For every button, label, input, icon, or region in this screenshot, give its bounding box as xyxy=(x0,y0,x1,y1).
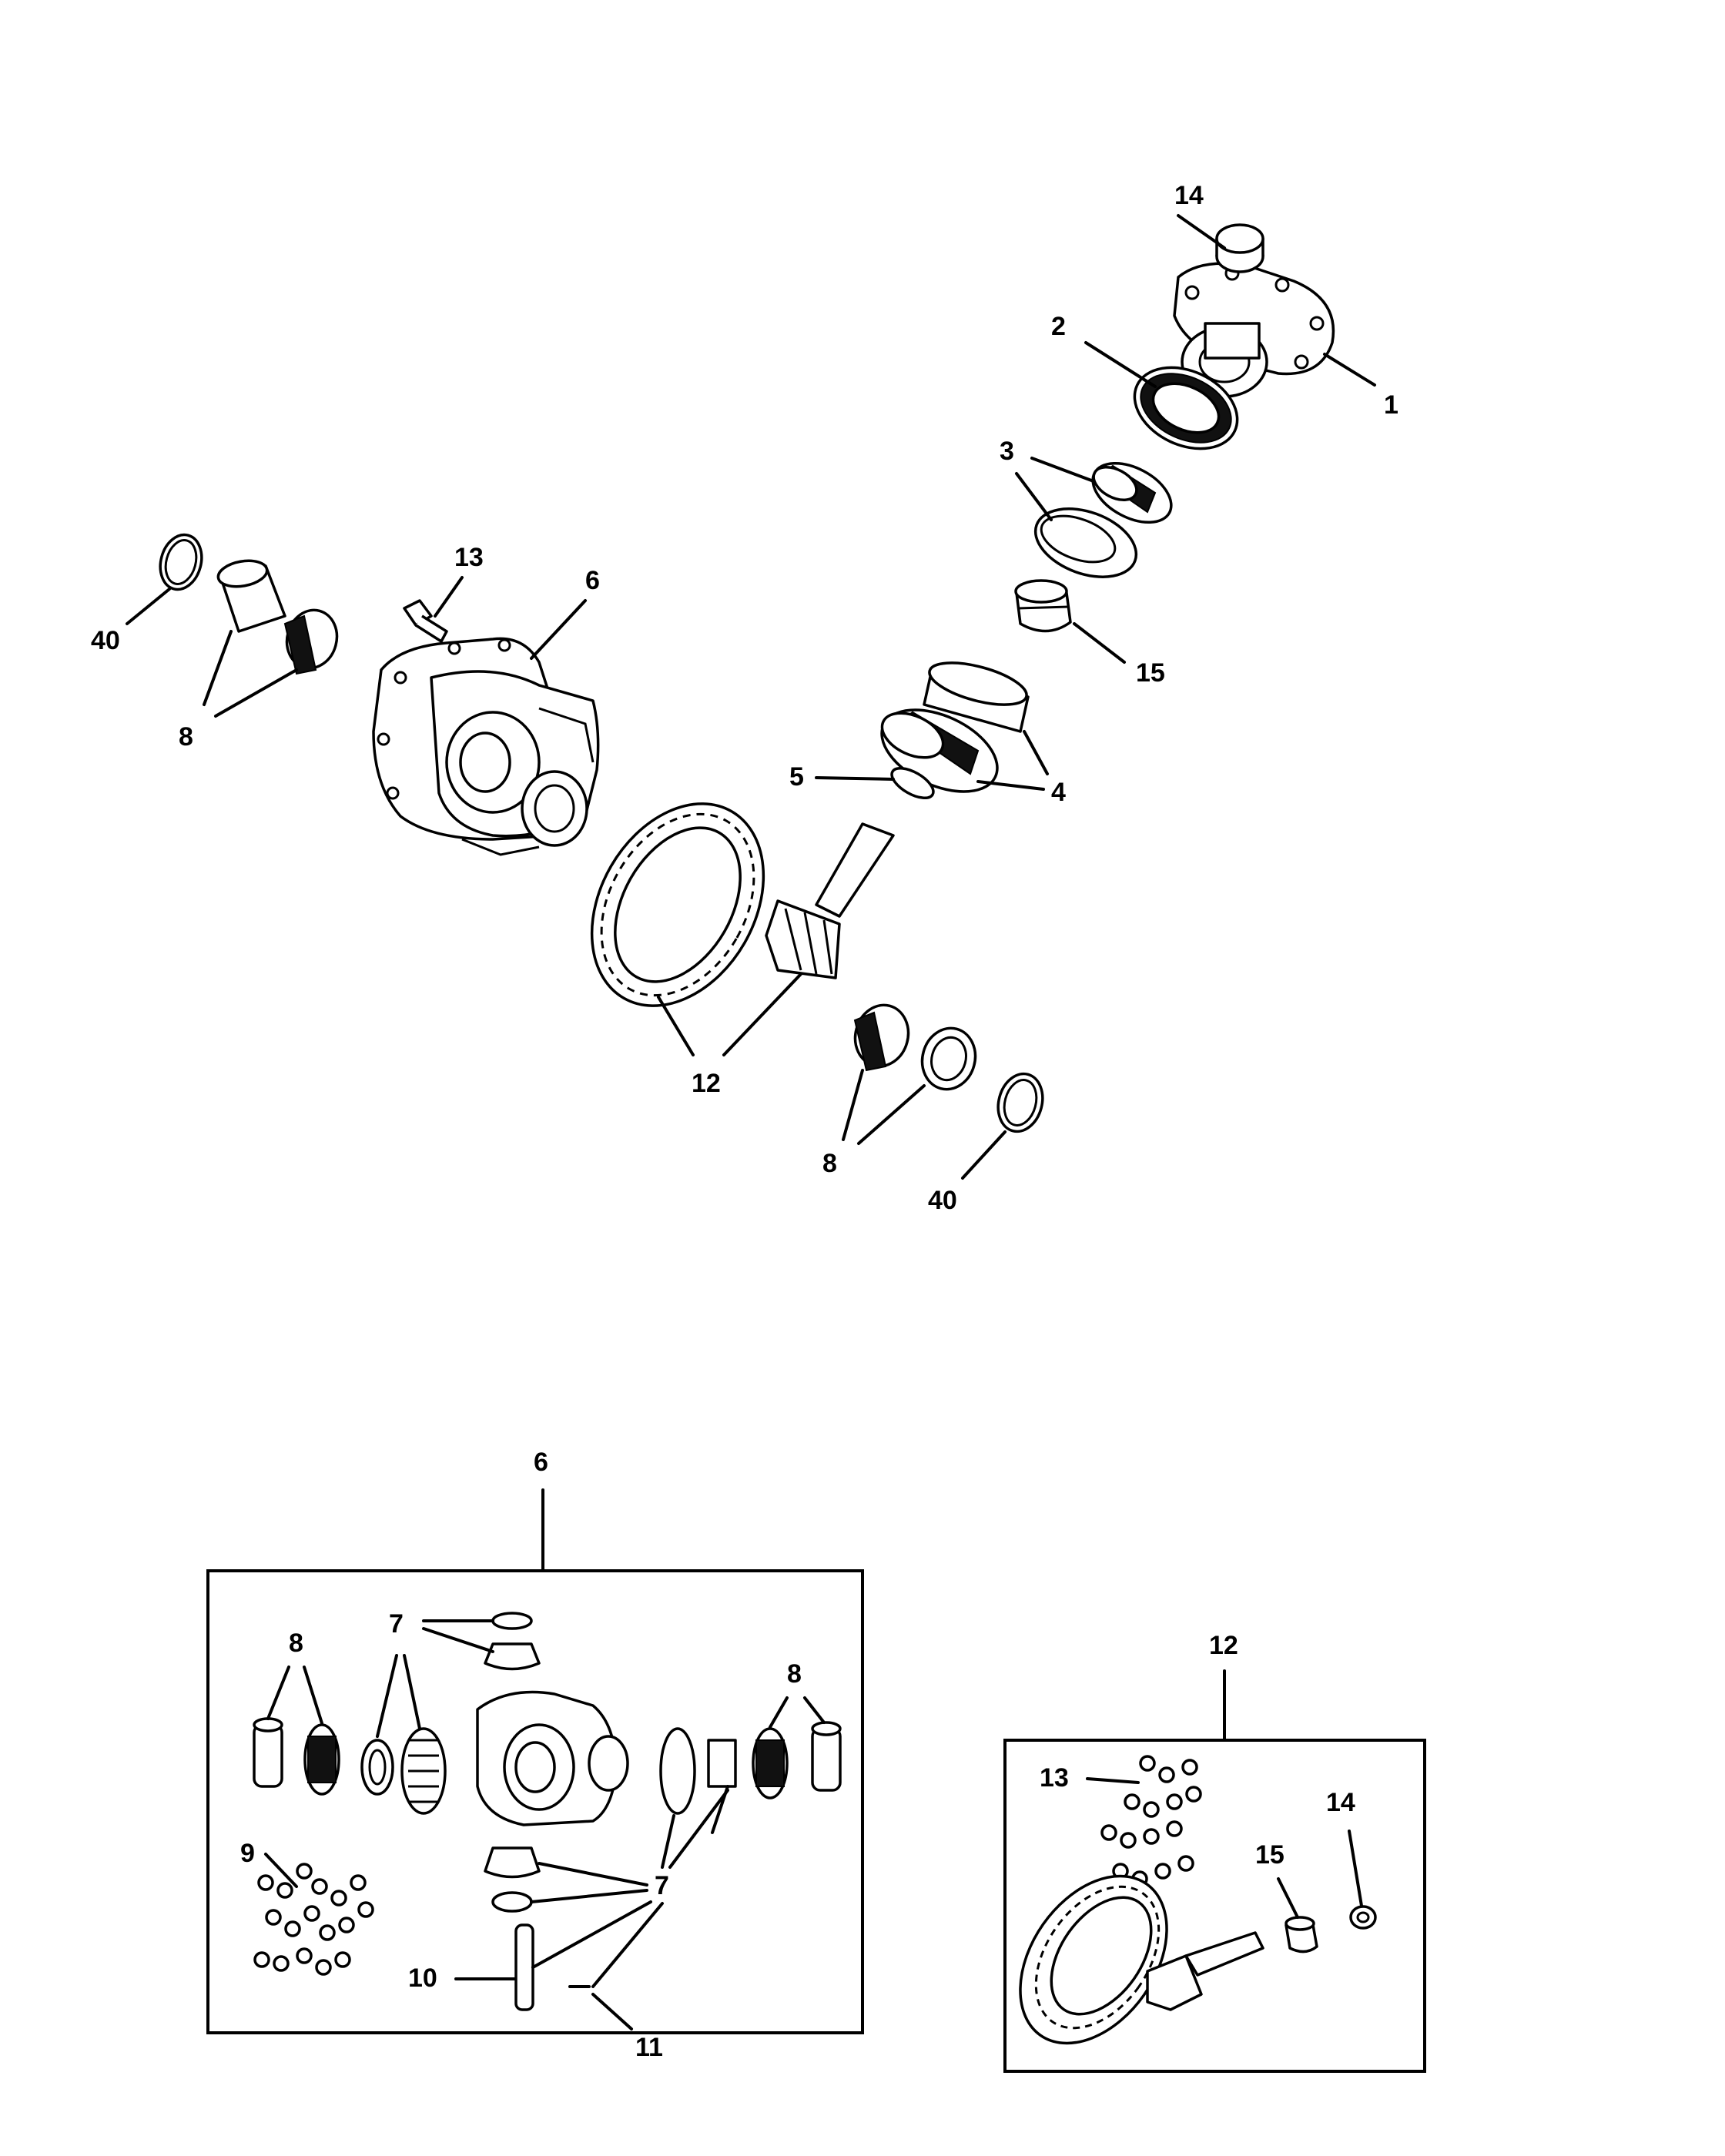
leader-8b1 xyxy=(842,1069,864,1141)
callout-40b: 40 xyxy=(928,1186,957,1215)
leader-14 xyxy=(1177,214,1226,249)
part-8-cup-right xyxy=(920,1026,977,1091)
inset-callout-14: 14 xyxy=(1326,1788,1355,1817)
part-8-cup-left xyxy=(216,559,286,633)
callout-8a: 8 xyxy=(179,722,193,752)
inset-differential: 6 xyxy=(206,1448,864,2062)
callout-15: 15 xyxy=(1136,658,1165,688)
leader-4b xyxy=(976,780,1045,791)
inset-callout-10: 10 xyxy=(408,1964,437,1993)
part-15-spacer xyxy=(1014,579,1072,633)
part-40-snap-ring-right xyxy=(996,1072,1044,1133)
part-8-bearing-right xyxy=(853,1003,910,1072)
inset-gear-set: 12 13 15 14 xyxy=(1003,1631,1426,2073)
part-3-bearing xyxy=(1091,461,1173,524)
part-40-snap-ring-left xyxy=(159,533,203,591)
leader-8a1 xyxy=(203,630,233,706)
inset-callout-9: 9 xyxy=(240,1839,255,1868)
leader-8a2 xyxy=(214,668,298,718)
leader-13 xyxy=(434,576,464,618)
inset-callout-15: 15 xyxy=(1255,1840,1285,1870)
leader-12b xyxy=(722,973,802,1056)
leader-40b xyxy=(961,1130,1007,1180)
part-4-cup xyxy=(923,661,1030,733)
leader-6 xyxy=(530,599,587,660)
leader-40a xyxy=(126,588,171,625)
inset-callout-7b: 7 xyxy=(655,1871,669,1900)
callout-40a: 40 xyxy=(91,626,120,655)
part-3-cup xyxy=(1033,507,1138,578)
leader-2 xyxy=(1084,341,1157,388)
leader-4a xyxy=(1023,730,1049,775)
part-13-bolt xyxy=(403,599,448,643)
part-6-differential-case xyxy=(372,637,600,856)
callout-1: 1 xyxy=(1384,390,1398,420)
callout-6: 6 xyxy=(585,566,600,595)
part-12-ring-gear xyxy=(590,802,765,1007)
part-8-bearing-left xyxy=(283,608,339,675)
inset-differential-label: 6 xyxy=(534,1448,548,1477)
callout-8b: 8 xyxy=(822,1149,837,1178)
callout-13: 13 xyxy=(454,543,484,572)
leader-8b2 xyxy=(857,1084,926,1145)
leader-5 xyxy=(815,776,895,781)
callout-14: 14 xyxy=(1174,181,1204,210)
inset-gear-set-label: 12 xyxy=(1209,1631,1238,1660)
part-5-shim xyxy=(890,766,935,800)
leader-3b xyxy=(1015,472,1053,521)
callout-4: 4 xyxy=(1051,778,1066,807)
callout-12: 12 xyxy=(692,1069,721,1098)
inset-callout-11: 11 xyxy=(635,2033,663,2062)
callout-3: 3 xyxy=(1000,437,1014,466)
inset-callout-8b: 8 xyxy=(787,1659,802,1689)
leader-15 xyxy=(1073,622,1126,664)
leader-3a xyxy=(1030,457,1095,483)
callout-5: 5 xyxy=(789,762,804,792)
part-2-seal xyxy=(1133,366,1239,450)
part-14-nut xyxy=(1215,223,1264,273)
part-1-flange xyxy=(1173,262,1335,398)
leader-1 xyxy=(1323,353,1376,387)
part-12-pinion-gear xyxy=(765,822,895,979)
inset-callout-8a: 8 xyxy=(289,1629,303,1658)
leader-12a xyxy=(657,996,695,1056)
callout-2: 2 xyxy=(1051,312,1066,341)
inset-callout-13: 13 xyxy=(1040,1763,1069,1793)
inset-callout-7a: 7 xyxy=(389,1609,404,1639)
